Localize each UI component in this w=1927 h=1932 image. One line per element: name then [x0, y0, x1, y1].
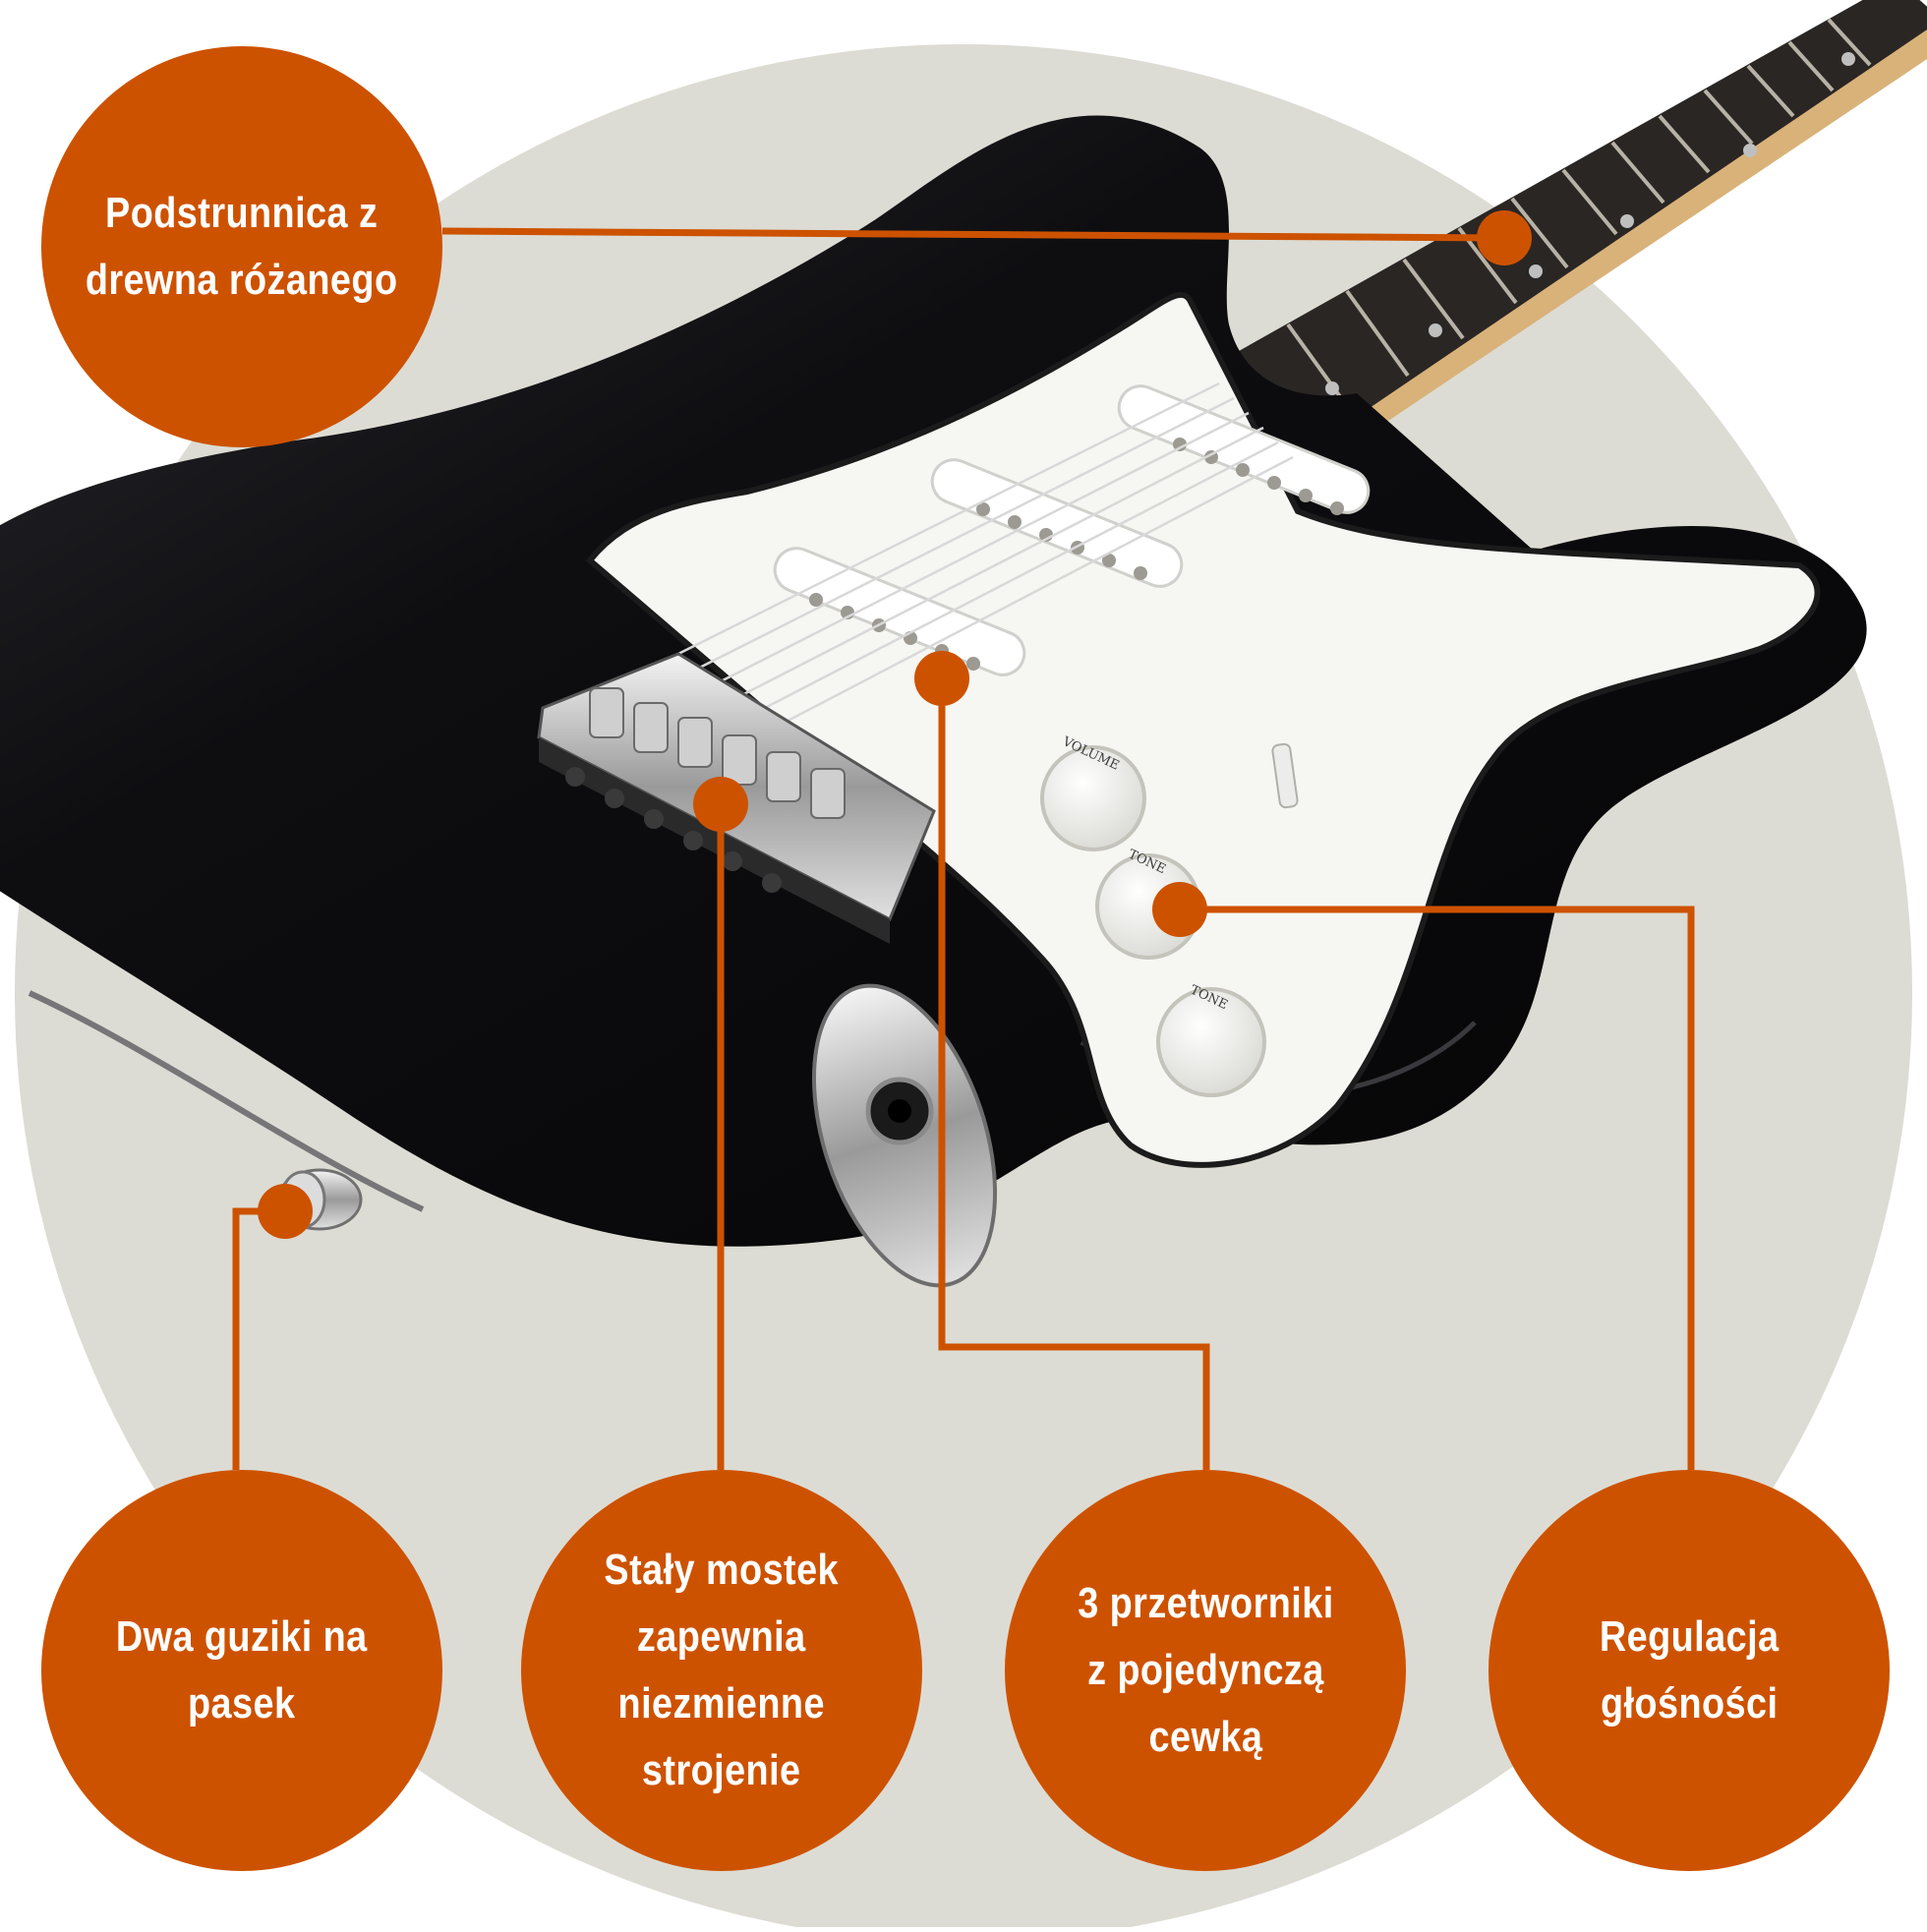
- guitar-neck: [1155, 0, 1927, 511]
- pickguard: [585, 292, 1821, 1168]
- callout-fretboard: Podstrunnica z drewna różanego: [41, 46, 442, 447]
- connector-pickups: [938, 678, 1210, 1470]
- callout-bridge-text: Stały mostek zapewnia niezmienne strojen…: [604, 1546, 840, 1794]
- callout-lines: [232, 227, 1695, 1470]
- callout-pickups: 3 przetworniki z pojedynczą cewką: [1005, 1470, 1406, 1871]
- callout-strap-buttons: Dwa guziki na pasek: [41, 1470, 442, 1871]
- marker-pickups: [914, 651, 969, 706]
- marker-bridge: [693, 777, 748, 832]
- connector-volume: [1180, 906, 1695, 1470]
- marker-fretboard: [1477, 210, 1532, 265]
- pickups: [773, 384, 1371, 676]
- pickup-selector-switch: [1271, 742, 1299, 809]
- callout-fretboard-text: Podstrunnica z drewna różanego: [86, 189, 398, 304]
- fretboard: [1185, 0, 1927, 487]
- output-jack: [811, 983, 998, 1288]
- callout-volume-text: Regulacja głośności: [1599, 1612, 1780, 1727]
- callout-pickups-text: 3 przetworniki z pojedynczą cewką: [1077, 1579, 1334, 1761]
- control-knobs: VOLUME TONE TONE: [1040, 734, 1299, 1097]
- connector-fretboard: [441, 227, 1505, 242]
- callout-strap-buttons-text: Dwa guziki na pasek: [116, 1612, 368, 1727]
- marker-volume: [1152, 882, 1207, 937]
- callout-markers: [258, 210, 1532, 1239]
- callout-volume: Regulacja głośności: [1489, 1470, 1890, 1871]
- marker-strap-buttons: [258, 1184, 313, 1239]
- callout-bridge: Stały mostek zapewnia niezmienne strojen…: [521, 1470, 922, 1871]
